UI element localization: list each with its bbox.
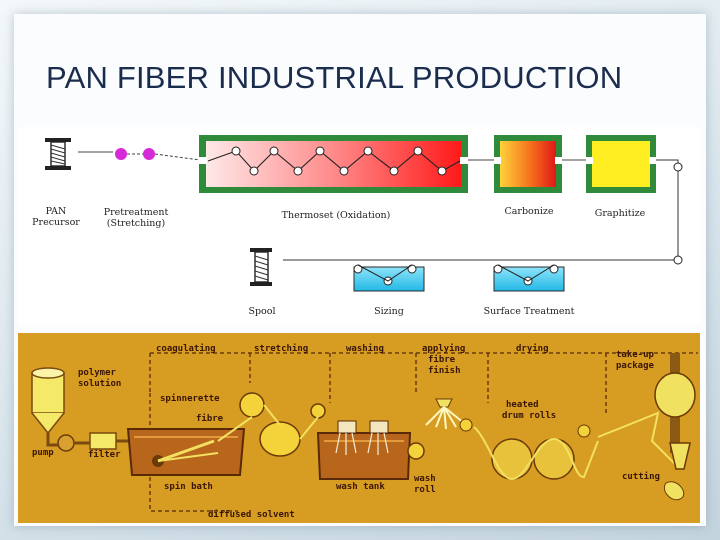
label-pump: pump bbox=[32, 448, 54, 458]
label-wash-tank: wash tank bbox=[336, 482, 385, 492]
label-spin-bath: spin bath bbox=[164, 481, 213, 492]
label-precursor-line1: PAN bbox=[46, 206, 67, 217]
graphitize-furnace bbox=[586, 135, 656, 193]
label-pretreatment-line2: (Stretching) bbox=[107, 218, 165, 229]
label-wash-roll-line2: roll bbox=[414, 485, 436, 495]
label-stretching: stretching bbox=[254, 343, 308, 354]
sizing-bath bbox=[353, 264, 425, 292]
label-spinnerette: spinnerette bbox=[160, 393, 220, 404]
wet-spinning-svg: coagulating stretching washing applying … bbox=[31, 343, 698, 520]
label-cutting: cutting bbox=[622, 471, 660, 482]
label-takeup-line2: package bbox=[616, 361, 655, 371]
take-up-spool bbox=[250, 248, 272, 286]
pan-process-svg: PAN Precursor Pretreatment (Stretching) … bbox=[32, 135, 683, 317]
pump bbox=[46, 434, 90, 452]
label-sizing: Sizing bbox=[374, 306, 404, 317]
label-takeup-line1: take-up bbox=[616, 350, 655, 360]
label-surface-treatment: Surface Treatment bbox=[484, 306, 575, 317]
filter bbox=[89, 432, 117, 450]
take-up-package bbox=[597, 353, 696, 468]
bottom-diagram-labels: coagulating stretching washing applying … bbox=[32, 343, 660, 520]
label-heated-line1: heated bbox=[506, 400, 539, 410]
label-polymer-line2: solution bbox=[78, 378, 121, 389]
label-graphitize: Graphitize bbox=[595, 208, 646, 219]
precursor-spool bbox=[45, 138, 71, 170]
label-applying-line2: fibre bbox=[428, 354, 456, 365]
polymer-tank bbox=[31, 367, 65, 441]
slide-title: PAN FIBER INDUSTRIAL PRODUCTION bbox=[46, 60, 623, 95]
fiber-return-line bbox=[283, 159, 679, 261]
label-spool: Spool bbox=[248, 306, 275, 317]
pretreatment-roller bbox=[115, 148, 127, 160]
label-polymer-line1: polymer bbox=[78, 368, 117, 378]
cutter bbox=[664, 442, 691, 501]
label-applying-line3: finish bbox=[428, 365, 461, 376]
label-applying-line1: applying bbox=[422, 343, 465, 354]
wet-spinning-diagram: coagulating stretching washing applying … bbox=[18, 333, 700, 523]
label-carbonize: Carbonize bbox=[504, 206, 553, 217]
wash-tank bbox=[316, 420, 425, 480]
oxidation-oven bbox=[199, 135, 468, 193]
label-precursor-line2: Precursor bbox=[32, 217, 80, 228]
label-drying: drying bbox=[516, 343, 549, 354]
label-washing: washing bbox=[346, 343, 384, 354]
label-filter: filter bbox=[88, 449, 121, 460]
label-wash-roll-line1: wash bbox=[414, 474, 436, 484]
label-heated-line2: drum rolls bbox=[502, 411, 556, 421]
finish-sprayer bbox=[425, 398, 473, 432]
label-coagulating: coagulating bbox=[156, 343, 216, 354]
surface-treatment-bath bbox=[493, 264, 565, 292]
pan-process-diagram: PAN Precursor Pretreatment (Stretching) … bbox=[18, 127, 700, 325]
stretching-rolls bbox=[217, 392, 326, 457]
label-pretreatment-line1: Pretreatment bbox=[104, 207, 169, 218]
top-diagram-labels: PAN Precursor Pretreatment (Stretching) … bbox=[32, 206, 645, 317]
carbonize-furnace bbox=[494, 135, 562, 193]
heated-drum-rolls bbox=[473, 424, 599, 481]
pretreatment-roller bbox=[143, 148, 155, 160]
spin-bath bbox=[126, 428, 246, 476]
label-fibre: fibre bbox=[196, 413, 224, 424]
label-diffused-solvent: diffused solvent bbox=[208, 509, 295, 520]
label-thermoset: Thermoset (Oxidation) bbox=[282, 210, 391, 221]
